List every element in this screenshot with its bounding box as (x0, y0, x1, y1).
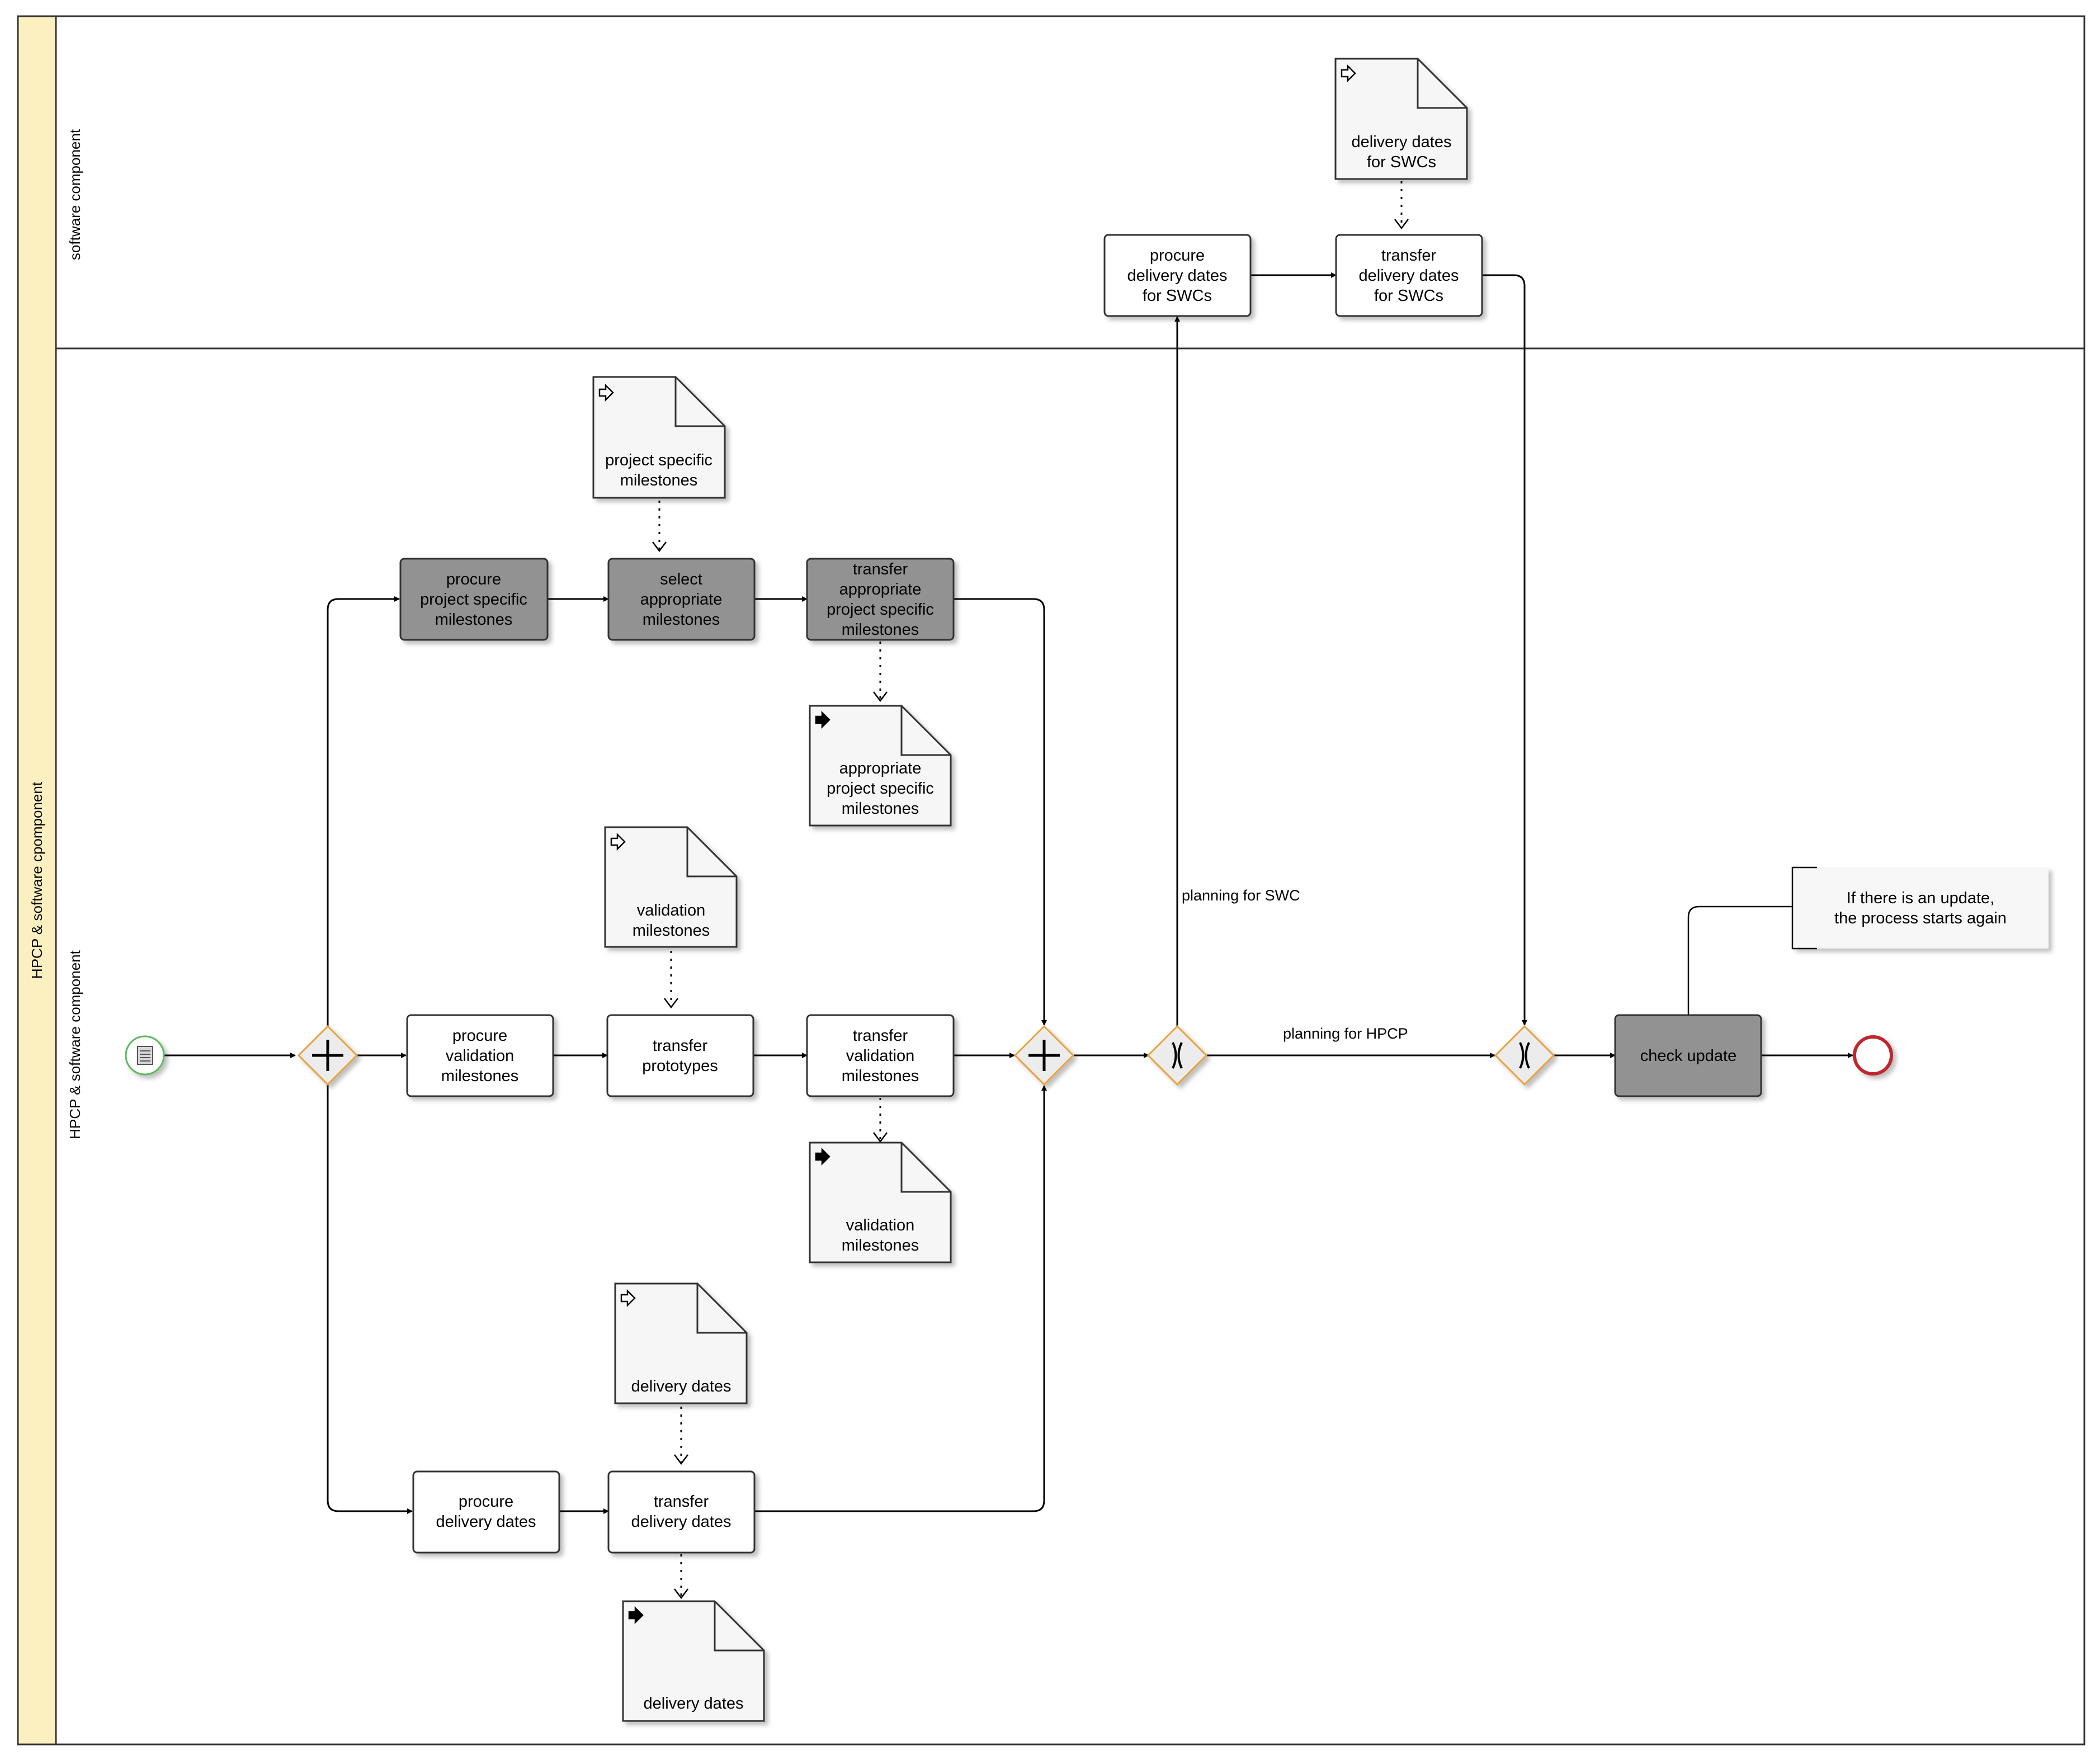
task-check-update[interactable] (1614, 1014, 1762, 1097)
task-label: check update (1640, 1047, 1737, 1065)
annotation-text: If there is an update,the process starts… (1834, 889, 2007, 927)
data-input-project-specific[interactable] (592, 376, 726, 499)
task-procure-delivery[interactable] (412, 1470, 560, 1554)
data-input-arrow-icon (610, 832, 626, 851)
task-procure-swc[interactable] (1103, 234, 1252, 317)
document-icon (137, 1046, 153, 1065)
data-object-label: delivery dates (644, 1695, 744, 1713)
pool-border (17, 15, 2085, 1746)
parallel-join-gateway[interactable] (1013, 1025, 1075, 1086)
data-output-arrow-icon (815, 710, 830, 729)
data-input-arrow-icon (598, 383, 614, 402)
data-output-validation[interactable] (809, 1142, 952, 1263)
x-icon (1172, 1042, 1183, 1069)
pool: HPCP & software cpomponent software comp… (17, 15, 2085, 1746)
task-transfer-delivery[interactable] (607, 1470, 756, 1554)
data-input-arrow-icon (620, 1289, 636, 1308)
parallel-split-gateway[interactable] (297, 1025, 358, 1086)
data-output-delivery[interactable] (622, 1600, 765, 1722)
data-input-validation[interactable] (604, 826, 738, 948)
lane-label-software: software component (67, 129, 83, 260)
tasks (399, 234, 1762, 1554)
x-icon (1519, 1042, 1530, 1069)
task-transfer-appropriate[interactable] (806, 558, 955, 641)
pool-header (17, 15, 57, 1746)
plus-icon (312, 1040, 343, 1071)
plus-icon (1028, 1040, 1060, 1071)
data-output-arrow-icon (628, 1606, 644, 1625)
gateways (297, 1025, 1555, 1086)
task-procure-validation[interactable] (406, 1014, 554, 1097)
data-input-swc[interactable] (1334, 58, 1468, 180)
data-output-appropriate[interactable] (809, 705, 952, 827)
text-annotation: If there is an update,the process starts… (1791, 866, 2049, 950)
exclusive-merge-gateway[interactable] (1494, 1025, 1555, 1086)
data-markers (598, 64, 1356, 1625)
task-transfer-validation[interactable] (806, 1014, 955, 1097)
association-heads (652, 219, 1409, 1600)
task-transfer-prototypes[interactable] (606, 1014, 754, 1097)
flow-swc2-to-merge (1482, 274, 1527, 1026)
end-event[interactable] (1853, 1035, 1893, 1076)
annotation-connector (1687, 905, 1792, 1015)
pool-label: HPCP & software cpomponent (29, 781, 45, 979)
data-associations (658, 181, 1403, 1598)
task-procure-project-specific[interactable] (399, 558, 549, 641)
start-event[interactable] (125, 1035, 165, 1076)
flow-label-planning-swc: planning for SWC (1182, 887, 1300, 904)
data-input-arrow-icon (1341, 64, 1356, 83)
data-output-arrow-icon (815, 1147, 830, 1166)
flow-t3-to-join (954, 598, 1047, 1026)
flow-split-down (327, 1084, 413, 1514)
exclusive-split-gateway[interactable] (1146, 1025, 1208, 1086)
flow-d2-to-join (754, 1085, 1047, 1512)
data-object-label: delivery dates (631, 1378, 732, 1395)
flow-split-up (327, 596, 400, 1026)
data-objects (592, 58, 1468, 1722)
task-select-appropriate[interactable] (607, 558, 756, 641)
lane-label-hpcp: HPCP & software component (67, 950, 83, 1139)
task-transfer-swc[interactable] (1335, 234, 1483, 317)
flow-label-planning-hpcp: planning for HPCP (1283, 1025, 1408, 1042)
sequence-flows (163, 272, 1853, 1514)
data-input-delivery[interactable] (614, 1282, 748, 1404)
